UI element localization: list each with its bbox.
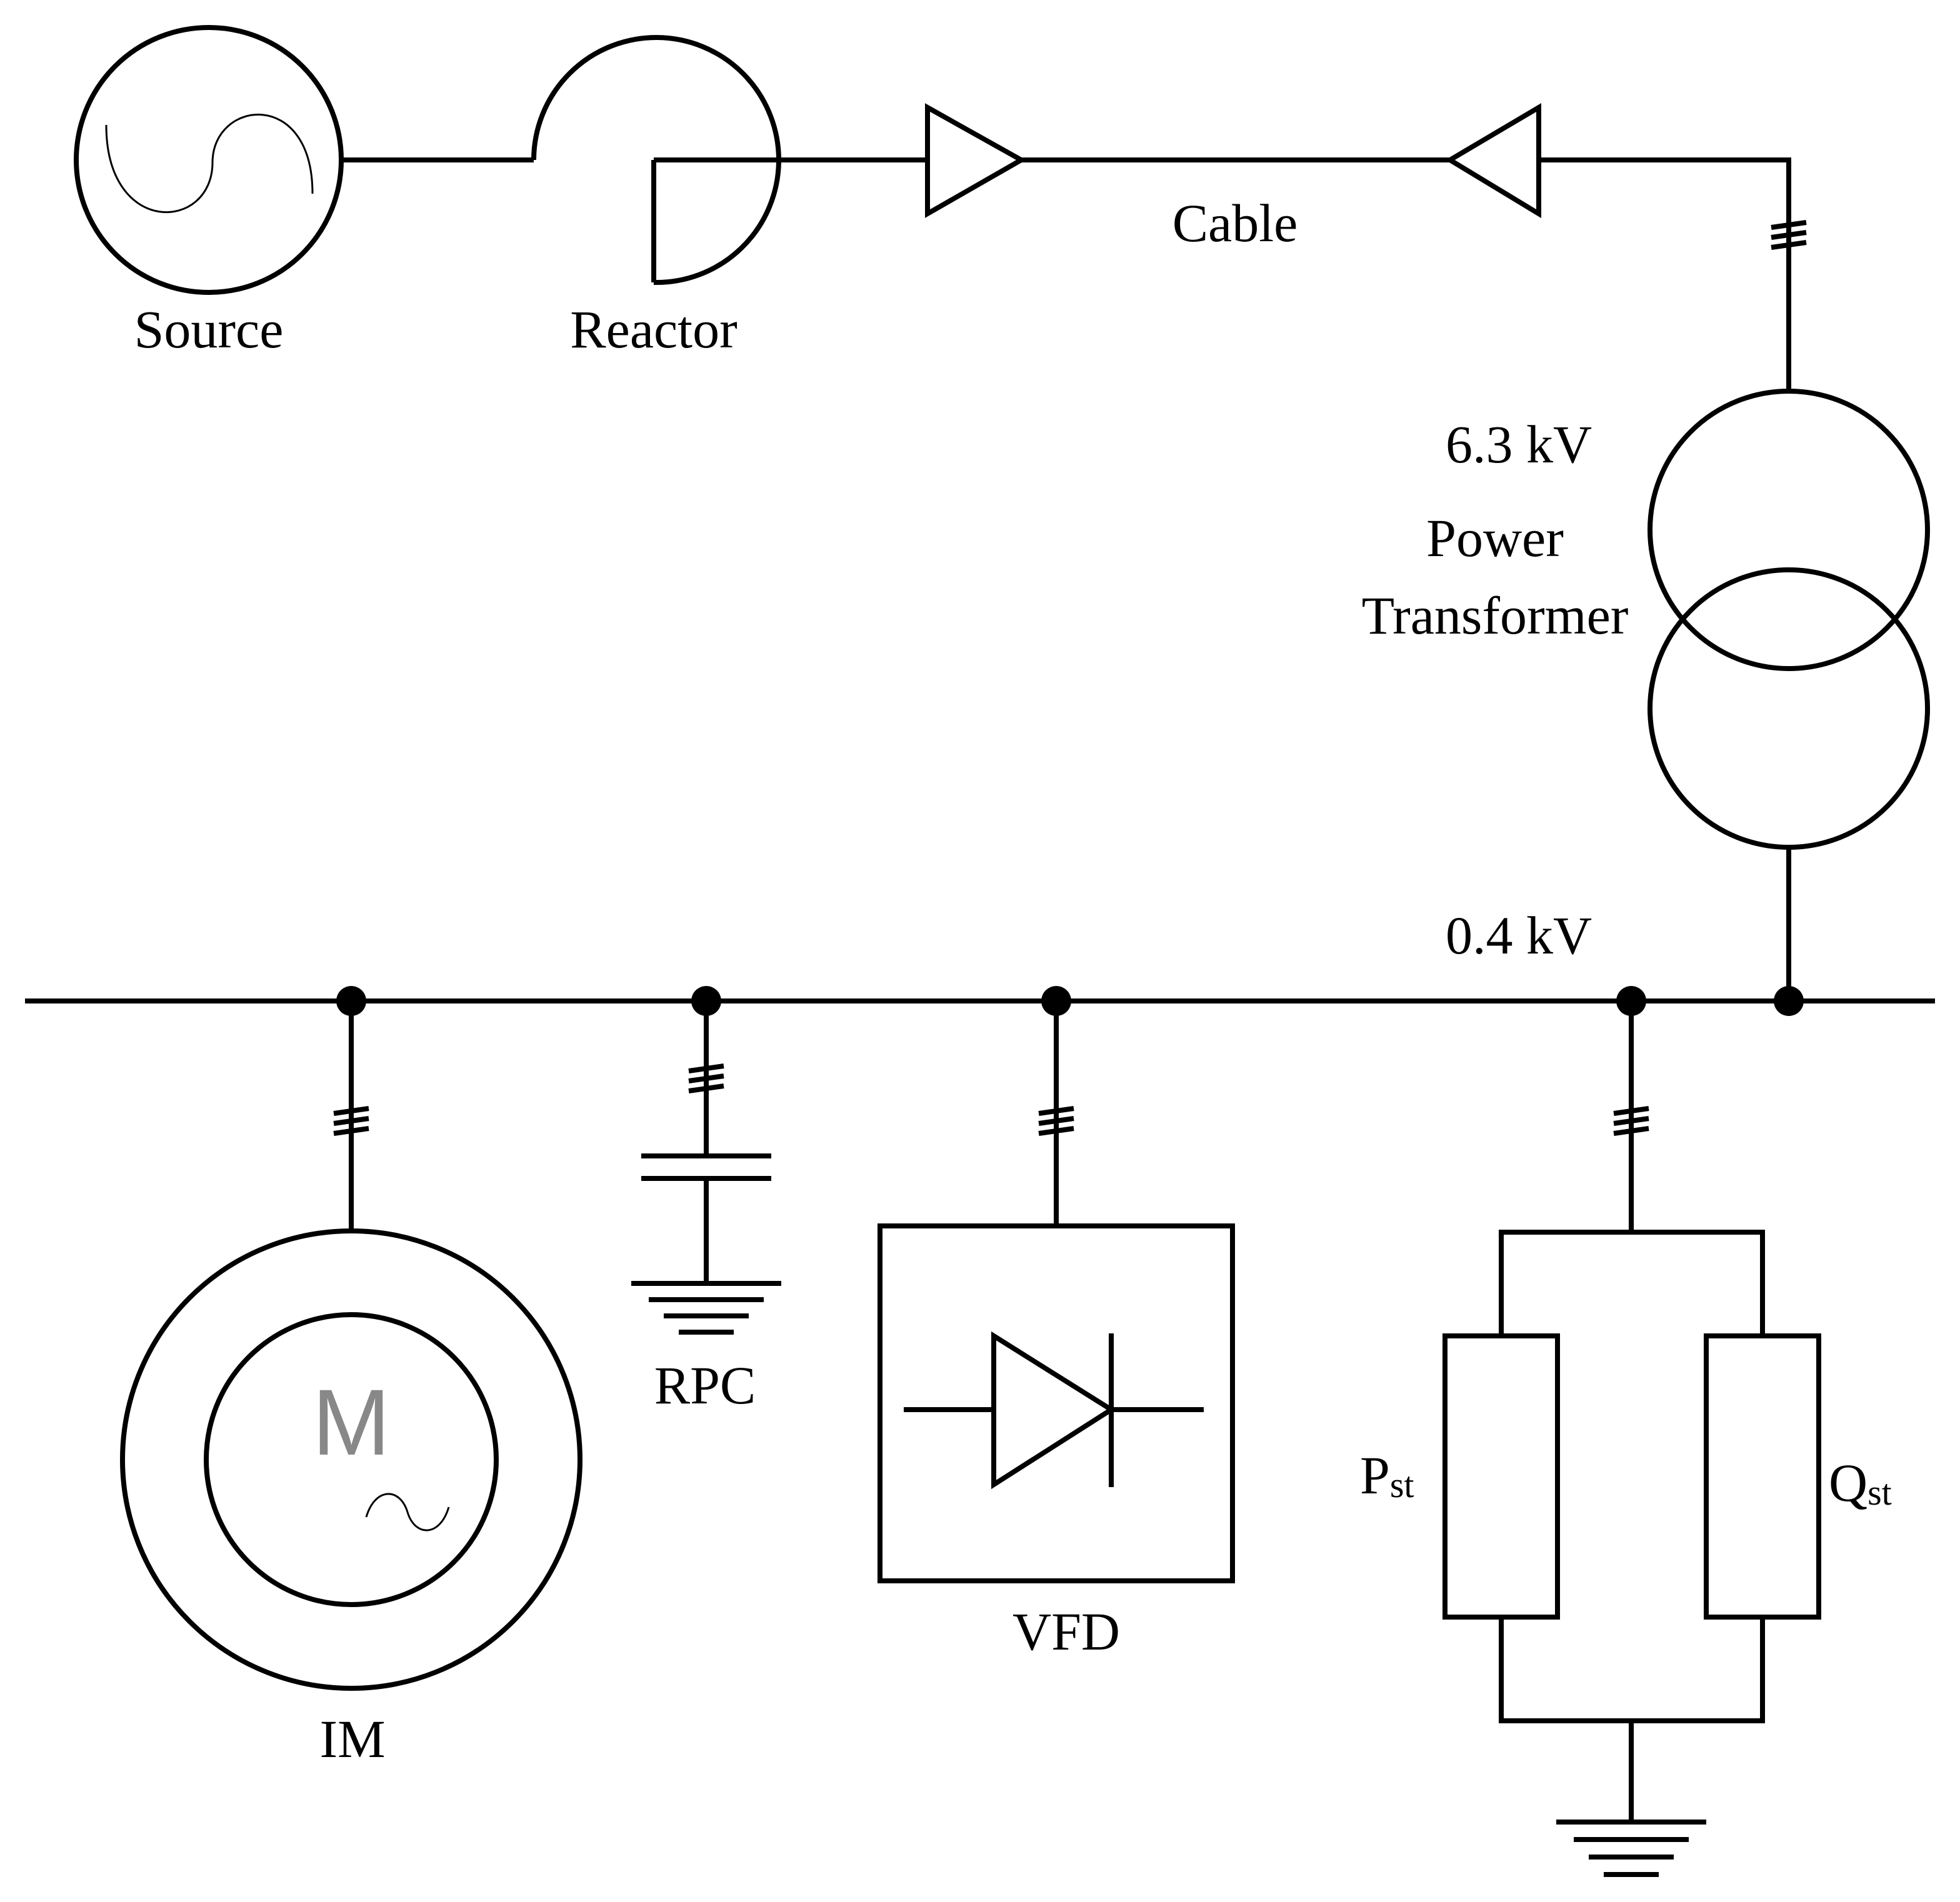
- q-st-main: Q: [1829, 1453, 1868, 1513]
- capacitor-symbol: [641, 1153, 771, 1181]
- source-symbol: [74, 25, 344, 295]
- q-st-sub: st: [1868, 1472, 1892, 1513]
- cable-termination-right-icon: [1445, 102, 1541, 219]
- three-phase-mark-icon: [333, 1106, 369, 1136]
- three-phase-mark-icon: [1038, 1106, 1074, 1136]
- diode-icon: [904, 1331, 1204, 1490]
- p-st-main: P: [1360, 1445, 1390, 1505]
- three-phase-mark-icon: [1613, 1106, 1649, 1136]
- cable-termination-left-icon: [925, 103, 1027, 218]
- source-label: Source: [134, 299, 284, 359]
- three-phase-mark-icon: [688, 1063, 724, 1093]
- hv-voltage-label: 6.3 kV: [1446, 414, 1592, 474]
- q-st-label: Qst: [1829, 1453, 1892, 1513]
- three-phase-mark-icon: [1771, 220, 1807, 250]
- ac-sine-icon: [365, 1493, 450, 1531]
- ground-icon: [631, 1281, 781, 1335]
- resistor-p-symbol: [1442, 1333, 1560, 1620]
- p-st-sub: st: [1390, 1465, 1414, 1505]
- load-bottom-rail: [1499, 1617, 1765, 1723]
- lv-voltage-label: 0.4 kV: [1446, 905, 1592, 965]
- ground-icon: [1556, 1820, 1706, 1877]
- p-st-label: Pst: [1360, 1445, 1414, 1505]
- power-transformer-symbol: [1648, 389, 1930, 850]
- cable-label: Cable: [1172, 193, 1298, 253]
- transformer-label-line1: Power: [1426, 508, 1564, 568]
- im-label: IM: [319, 1709, 385, 1769]
- motor-symbol-glyph: M: [312, 1370, 391, 1475]
- rpc-label: RPC: [654, 1355, 756, 1415]
- load-top-rail: [1499, 1230, 1765, 1336]
- transformer-label-line2: Transformer: [1362, 585, 1629, 645]
- wire-cable-transformer: [1539, 157, 1791, 389]
- ac-sine-icon: [105, 113, 314, 214]
- resistor-q-symbol: [1704, 1333, 1821, 1620]
- vfd-box: [878, 1223, 1235, 1583]
- vfd-label: VFD: [1012, 1601, 1120, 1661]
- reactor-label: Reactor: [570, 299, 737, 359]
- reactor-symbol: [531, 35, 781, 286]
- bus-node-transformer: [1774, 986, 1804, 1016]
- induction-motor-symbol: M: [120, 1228, 582, 1691]
